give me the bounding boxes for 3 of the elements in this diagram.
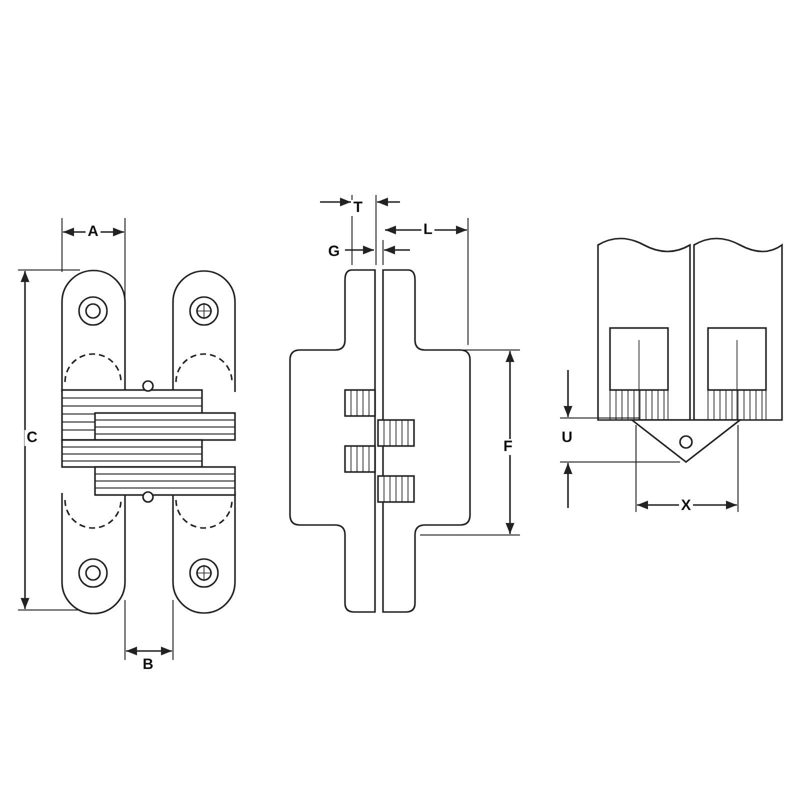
dimension-label: F [501, 439, 515, 455]
dimension-label: T [351, 200, 365, 216]
dimension-label: C [24, 430, 40, 446]
